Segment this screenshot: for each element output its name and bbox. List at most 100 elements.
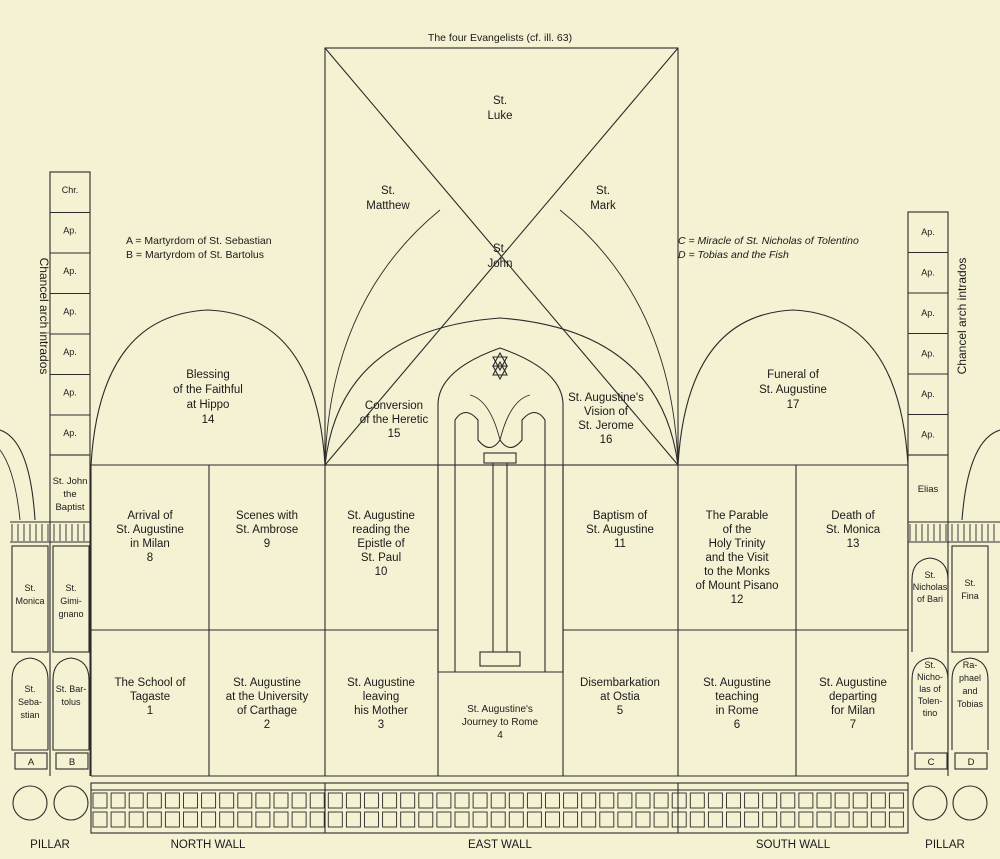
- saint-gimignano-line-2: Gimi-: [60, 596, 82, 606]
- lunette-17-line-2: St. Augustine: [759, 384, 827, 396]
- roundel-left-2: [53, 785, 89, 821]
- dado-panel: [309, 811, 325, 828]
- saint-john-baptist-line-2: the: [63, 489, 76, 500]
- saint-fina-line-2: Fina: [961, 591, 979, 601]
- saint-nicholas-tolentino-line-5: tino: [923, 708, 938, 718]
- panel-6-line-3: in Rome: [716, 705, 759, 717]
- pilaster-right-cell: Ap.: [921, 349, 935, 359]
- dado-panel: [291, 811, 307, 828]
- dado-panel: [327, 811, 343, 828]
- dado-panel: [345, 811, 361, 828]
- bottom-label-south-wall: SOUTH WALL: [756, 839, 831, 851]
- panel-6-line-2: teaching: [715, 691, 758, 703]
- saint-sebastian-line-1: St.: [24, 684, 35, 694]
- dado-panel: [508, 792, 524, 809]
- star-icon: [492, 356, 508, 372]
- star-icon: [492, 365, 508, 381]
- dado-panel: [599, 811, 615, 828]
- outline-arc: [677, 309, 909, 466]
- pilaster-left-cell: Ap.: [63, 428, 77, 438]
- pilaster-left-cell: Ap.: [63, 266, 77, 276]
- column-base: [479, 651, 521, 667]
- saint-monica-line-2: Monica: [15, 596, 44, 606]
- dado-panel: [726, 811, 741, 828]
- panel-5-line-1: Disembarkation: [580, 677, 660, 689]
- dado-panel: [744, 792, 760, 809]
- evangelist-john-line-1: St.: [493, 243, 507, 255]
- dado-panel: [617, 811, 633, 828]
- saint-raphael-tobias-line-1: Ra-: [963, 660, 978, 670]
- niche-raphael: [951, 657, 989, 750]
- dado-panel: [653, 792, 669, 809]
- pilaster-left-cell: Ap.: [63, 307, 77, 317]
- dado-panel: [454, 792, 470, 809]
- saint-gimignano-line-3: gnano: [58, 609, 83, 619]
- panel-13-line-3: 13: [847, 538, 860, 550]
- panel-8-line-4: 8: [147, 552, 153, 564]
- evangelist-mark-line-1: St.: [596, 185, 610, 197]
- dado-panel: [201, 792, 217, 809]
- outline-arc: [469, 394, 531, 441]
- lunette-14-line-1: Blessing: [186, 369, 229, 381]
- dado-panel: [418, 792, 434, 809]
- side-label-right: Chancel arch intrados: [955, 258, 969, 375]
- outline-arc: [324, 209, 679, 466]
- dado-panel: [834, 792, 850, 809]
- panel-1-line-2: Tagaste: [130, 691, 170, 703]
- panel-9-line-3: 9: [264, 538, 270, 550]
- outline-line: [324, 47, 679, 466]
- panel-1-line-3: 1: [147, 705, 153, 717]
- saint-nicholas-bari-line-1: St.: [924, 570, 935, 580]
- evangelist-john-line-2: John: [488, 258, 513, 270]
- pilaster-left-cell: Ap.: [63, 226, 77, 236]
- dado-panel: [780, 811, 796, 828]
- lunette-15-line-2: of the Heretic: [360, 414, 429, 426]
- pilaster-right-cell: Ap.: [921, 308, 935, 318]
- panel-13-line-2: St. Monica: [826, 524, 881, 536]
- pilaster-left-cell: Ap.: [63, 388, 77, 398]
- label-box-c: [914, 752, 948, 770]
- dado-panel: [762, 811, 778, 828]
- dado-panel: [689, 811, 705, 828]
- saint-nicholas-tolentino-line-3: las of: [919, 684, 941, 694]
- dado-panel: [345, 792, 361, 809]
- outline-arc: [324, 317, 679, 466]
- label-d: D: [968, 757, 975, 768]
- saint-monica-line-1: St.: [24, 583, 35, 593]
- bottom-label-pillar-left: PILLAR: [30, 839, 70, 851]
- panel-8-line-1: Arrival of: [127, 510, 173, 522]
- dado-panel: [164, 811, 180, 828]
- dado-panel: [888, 792, 904, 809]
- dado-band: [90, 782, 909, 834]
- panel-11-line-1: Baptism of: [593, 510, 648, 522]
- niche-gimignano: [52, 545, 90, 653]
- dado-panel: [834, 811, 850, 828]
- panel-8-line-2: St. Augustine: [116, 524, 184, 536]
- dado-panel: [436, 811, 452, 828]
- pilaster-right-cell: Ap.: [921, 389, 935, 399]
- bottom-label-north-wall: NORTH WALL: [171, 839, 246, 851]
- panel-11-line-3: 11: [614, 538, 626, 550]
- panel-10-line-1: St. Augustine: [347, 510, 415, 522]
- panel-3-line-4: 3: [378, 719, 384, 731]
- dado-panel: [888, 811, 904, 828]
- saint-raphael-tobias-line-4: Tobias: [957, 699, 984, 709]
- saint-nicholas-tolentino-line-2: Nicho-: [917, 672, 943, 682]
- saint-nicholas-bari-line-2: Nicholas: [913, 582, 948, 592]
- saint-raphael-tobias-line-2: phael: [959, 673, 981, 683]
- dado-panel: [273, 811, 289, 828]
- panel-9-line-2: St. Ambrose: [236, 524, 299, 536]
- panel-9-line-1: Scenes with: [236, 510, 298, 522]
- saint-bartolus-line-2: tolus: [61, 697, 81, 707]
- dado-panel: [599, 792, 615, 809]
- saint-nicholas-tolentino-line-4: Tolen-: [918, 696, 943, 706]
- lunette-15-line-1: Conversion: [365, 400, 423, 412]
- vault-frame: [324, 47, 679, 466]
- panel-12-line-3: Holy Trinity: [709, 538, 766, 550]
- label-a: A: [28, 757, 35, 768]
- dado-panel: [327, 792, 343, 809]
- dado-panel: [852, 811, 868, 828]
- star-icon: [492, 360, 508, 376]
- dado-panel: [689, 792, 705, 809]
- dado-panel: [798, 792, 814, 809]
